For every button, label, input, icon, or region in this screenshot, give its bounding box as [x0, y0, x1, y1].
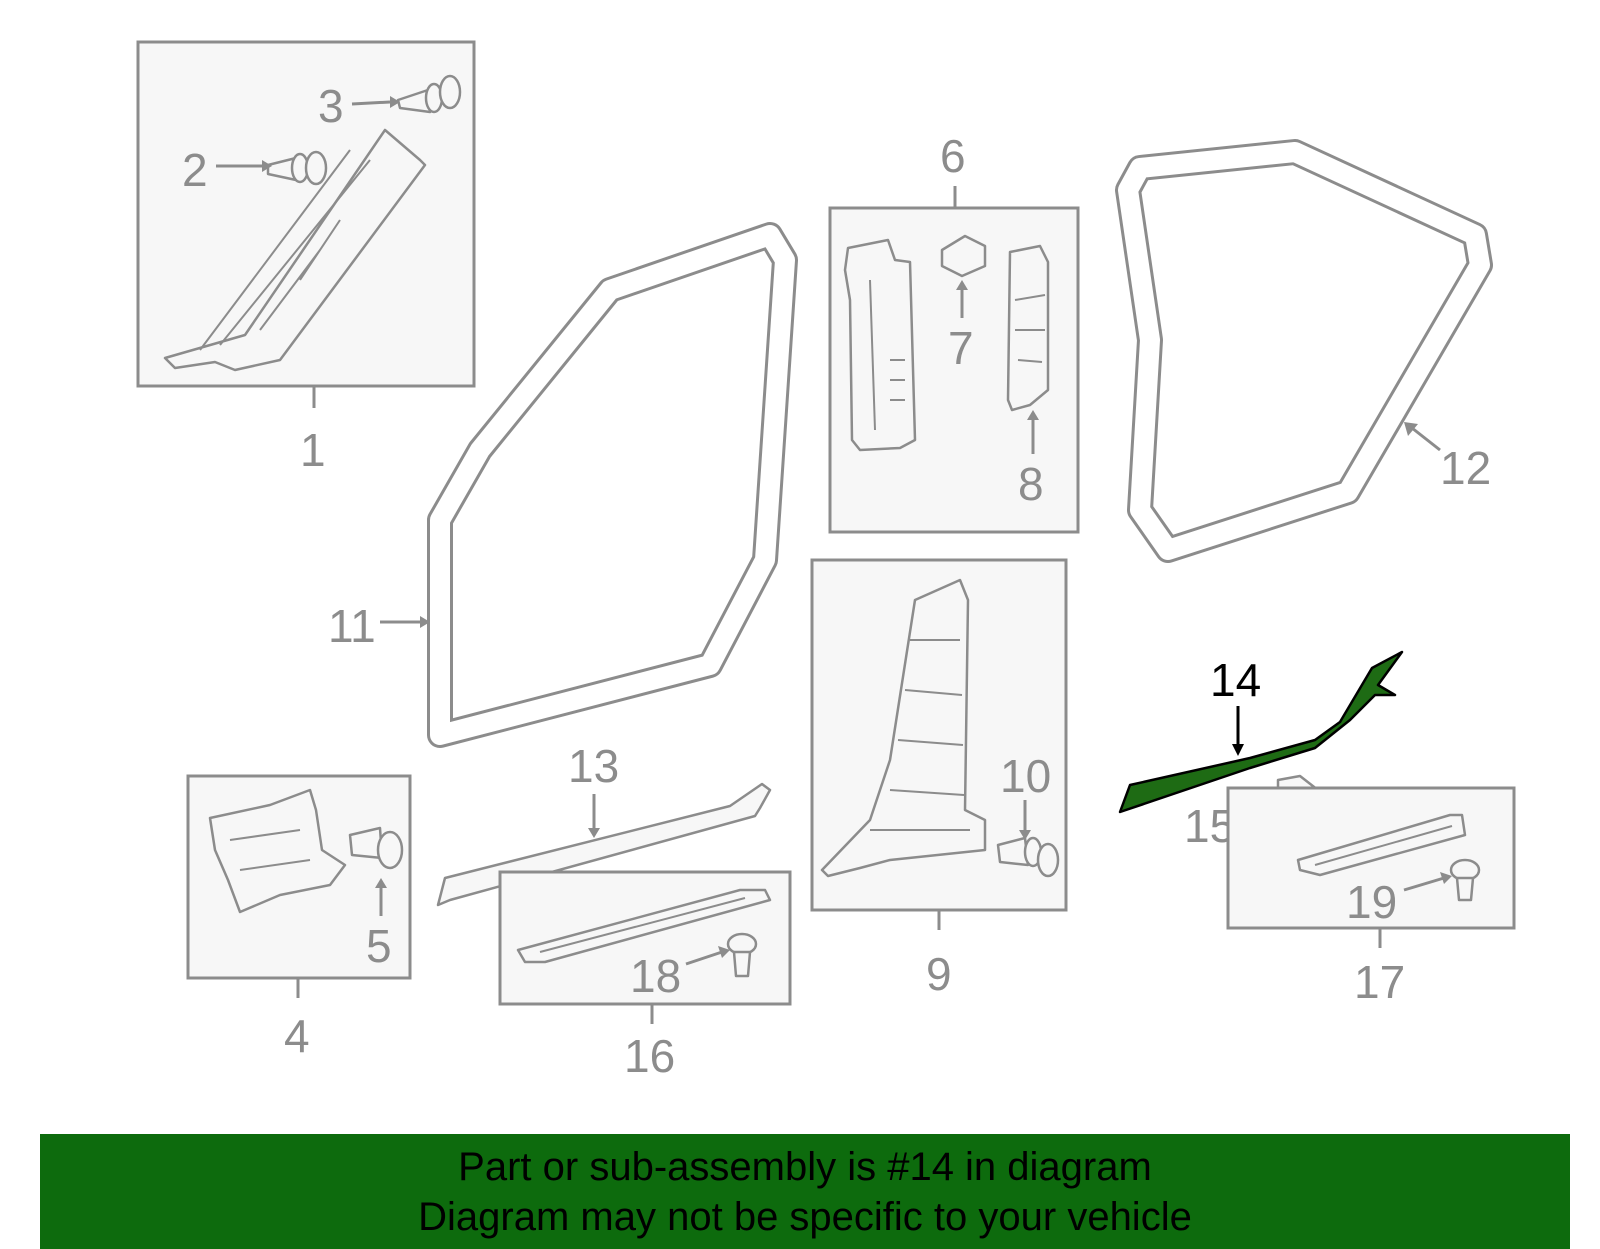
part-11-front-weatherstrip: 11	[328, 222, 798, 748]
clip-19-icon	[1449, 858, 1481, 902]
callout-9: 9	[926, 948, 952, 1000]
part-group-4: 5 4	[186, 774, 412, 1062]
callout-14: 14	[1210, 654, 1261, 706]
clip-10-icon	[996, 836, 1060, 878]
banner-line-2: Diagram may not be specific to your vehi…	[418, 1195, 1192, 1239]
callout-18: 18	[630, 950, 681, 1002]
callout-3: 3	[318, 80, 344, 132]
clip-3-icon	[396, 74, 462, 114]
part-group-6: 6 7 8	[828, 130, 1080, 534]
part-group-9: 10 9	[810, 558, 1068, 1000]
part-group-1: 2 3 1	[136, 40, 476, 476]
clip-2-icon	[266, 150, 328, 186]
rear-scuff-plate	[1296, 813, 1467, 877]
part-group-17: 19 17	[1226, 786, 1516, 1008]
clip-5-icon	[348, 826, 404, 870]
callout-11: 11	[328, 600, 376, 652]
callout-16: 16	[624, 1030, 675, 1082]
part-12-rear-weatherstrip: 12	[1115, 139, 1493, 563]
b-pillar-lower-garnish	[820, 578, 987, 878]
b-pillar-upper-garnish	[843, 238, 917, 452]
part-14-shape	[1118, 650, 1404, 814]
info-banner: Part or sub-assembly is #14 in diagram D…	[40, 1134, 1570, 1249]
callout-4: 4	[284, 1010, 310, 1062]
a-pillar-garnish	[163, 128, 427, 372]
callout-5: 5	[366, 920, 392, 972]
clip-18-icon	[726, 932, 758, 978]
part-14-highlighted: 14	[1118, 650, 1404, 814]
callout-10: 10	[1000, 750, 1051, 802]
callout-13: 13	[568, 740, 619, 792]
callout-2: 2	[182, 144, 208, 196]
callout-19: 19	[1346, 876, 1397, 928]
cowl-side-trim	[208, 788, 347, 914]
part-group-16: 18 16	[498, 870, 792, 1082]
callout-12: 12	[1440, 442, 1491, 494]
callout-17: 17	[1354, 956, 1405, 1008]
callout-1: 1	[300, 424, 326, 476]
callout-6: 6	[940, 130, 966, 182]
a-pillar-garnish-detail	[199, 149, 371, 351]
callout-7: 7	[948, 322, 974, 374]
b-pillar-trim-8	[1006, 244, 1050, 412]
clip-7-icon	[940, 234, 987, 278]
banner-line-1: Part or sub-assembly is #14 in diagram	[458, 1145, 1152, 1189]
callout-8: 8	[1018, 458, 1044, 510]
